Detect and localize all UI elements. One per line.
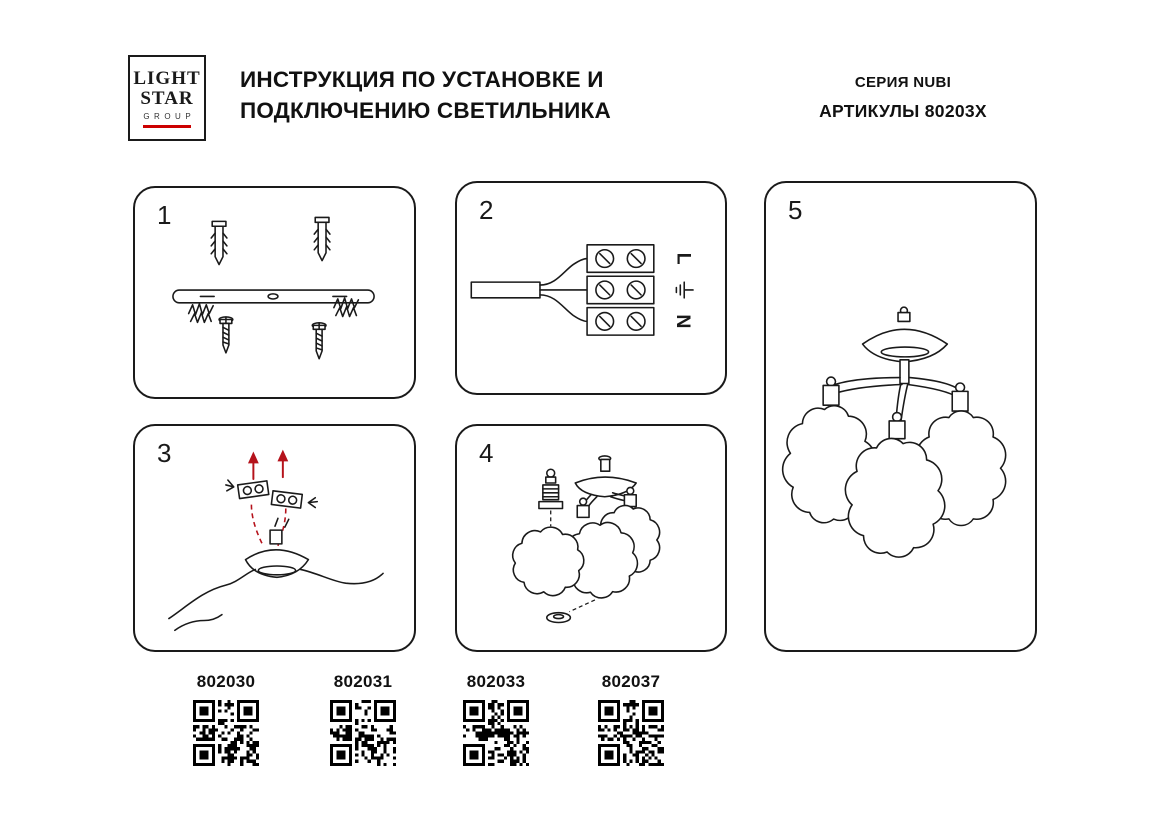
dowel-icon — [210, 220, 228, 266]
article-number: 802033 — [466, 672, 526, 691]
terminal-block — [586, 244, 655, 274]
article-block: 802030 — [171, 672, 281, 771]
socket — [822, 376, 840, 406]
logo-word-star: STAR — [140, 88, 194, 109]
canopy — [244, 529, 310, 579]
logo-word-group: GROUP — [143, 112, 196, 121]
panel-step-2: L N 2 — [455, 181, 727, 395]
article-number: 802031 — [333, 672, 393, 691]
screw-icon — [218, 316, 234, 354]
shade-assembly-illustration — [511, 455, 661, 624]
assembled-fixture-illustration — [781, 306, 1007, 558]
lamp-shade — [511, 526, 585, 597]
article-number: 802037 — [601, 672, 661, 691]
dashed-guide — [569, 599, 596, 613]
spring-clip-icon — [187, 302, 214, 324]
terminal-block — [270, 490, 304, 509]
panel-step-5: 5 — [764, 181, 1037, 652]
panel-step-3: 3 — [133, 424, 416, 652]
qr-code — [330, 700, 396, 766]
canopy — [574, 455, 637, 498]
screw-icon — [311, 322, 327, 360]
dowel-icon — [313, 216, 331, 262]
ground-icon — [675, 281, 694, 299]
stem — [899, 359, 910, 385]
article-number: 802030 — [196, 672, 256, 691]
logo-red-underline — [143, 125, 191, 128]
terminal-block — [236, 480, 270, 500]
panel-step-1: 1 — [133, 186, 416, 399]
series-block: СЕРИЯ NUBI АРТИКУЛЫ 80203X — [788, 74, 1018, 122]
title-line-1: ИНСТРУКЦИЯ ПО УСТАНОВКЕ И — [240, 67, 604, 92]
red-arrow-up-icon — [277, 449, 289, 479]
article-block: 802031 — [308, 672, 418, 771]
article-block: 802033 — [441, 672, 551, 771]
mounting-hardware-illustration — [172, 216, 375, 360]
spring-clip-icon — [333, 297, 360, 318]
socket-parts — [538, 468, 564, 527]
logo-word-light: LIGHT — [133, 68, 201, 89]
label-neutral: N — [672, 314, 694, 328]
qr-code — [463, 700, 529, 766]
red-arrow-up-icon — [247, 451, 259, 481]
step-number: 5 — [788, 195, 803, 225]
label-live: L — [672, 253, 694, 265]
terminal-wiring-illustration: L N — [470, 244, 694, 336]
ceiling-surface-line — [168, 568, 384, 632]
twisted-wire-icon — [225, 479, 319, 528]
ceiling-mount-illustration — [168, 449, 384, 632]
terminal-block — [586, 306, 655, 336]
lightstar-logo: LIGHT STAR GROUP — [128, 55, 206, 141]
step-number: 1 — [157, 200, 172, 230]
cable — [470, 257, 588, 323]
mounting-bar — [172, 289, 375, 304]
canopy — [861, 306, 949, 363]
panel-step-4: 4 — [455, 424, 727, 652]
socket — [576, 497, 590, 519]
page-title: ИНСТРУКЦИЯ ПО УСТАНОВКЕ И ПОДКЛЮЧЕНИЮ СВ… — [240, 64, 611, 126]
article-block: 802037 — [576, 672, 686, 771]
lock-nut-icon — [546, 611, 572, 624]
step-number: 3 — [157, 438, 172, 468]
qr-code — [598, 700, 664, 766]
socket — [888, 411, 906, 440]
step-number: 4 — [479, 438, 494, 468]
terminal-block — [586, 275, 655, 305]
qr-code — [193, 700, 259, 766]
title-line-2: ПОДКЛЮЧЕНИЮ СВЕТИЛЬНИКА — [240, 98, 611, 123]
red-dashed-guide — [277, 508, 287, 547]
lamp-shade — [844, 437, 946, 558]
series-label: СЕРИЯ NUBI — [854, 74, 952, 91]
socket — [623, 486, 637, 508]
articles-label: АРТИКУЛЫ 80203X — [819, 101, 987, 121]
red-dashed-guide — [250, 504, 264, 547]
step-number: 2 — [479, 195, 494, 225]
